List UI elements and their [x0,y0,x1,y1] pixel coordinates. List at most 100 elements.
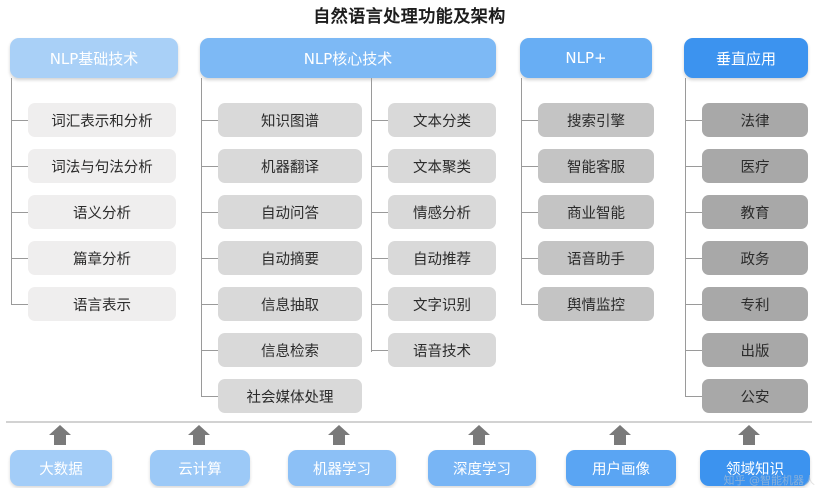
node-plus-2[interactable]: 商业智能 [538,195,654,229]
header-nlp-core[interactable]: NLP核心技术 [200,38,496,78]
connector-trunk-basic [11,78,12,305]
up-arrow-icon-1 [186,424,212,446]
node-core-left-1[interactable]: 机器翻译 [218,149,362,183]
connector-trunk-vertical [685,78,686,397]
connector-stub [11,120,28,121]
connector-stub [685,396,702,397]
connector-stub [685,350,702,351]
node-basic-2[interactable]: 语义分析 [28,195,176,229]
node-label: 社会媒体处理 [246,389,334,406]
node-core-right-0[interactable]: 文本分类 [388,103,496,137]
node-vertical-5[interactable]: 出版 [702,333,808,367]
node-label: 情感分析 [413,205,471,222]
node-plus-1[interactable]: 智能客服 [538,149,654,183]
header-nlp-plus[interactable]: NLP+ [520,38,652,78]
connector-stub [685,304,702,305]
connector-stub [371,212,388,213]
header-vertical-application-label: 垂直应用 [715,49,776,68]
connector-stub [11,304,28,305]
node-label: 政务 [740,251,770,268]
header-nlp-basic[interactable]: NLP基础技术 [10,38,178,78]
up-arrow-icon-4 [607,424,633,446]
connector-trunk-plus [521,78,522,305]
up-arrow-icon-0 [47,424,73,446]
node-basic-3[interactable]: 篇章分析 [28,241,176,275]
node-core-left-0[interactable]: 知识图谱 [218,103,362,137]
connector-stub [521,166,538,167]
node-plus-0[interactable]: 搜索引擎 [538,103,654,137]
node-plus-3[interactable]: 语音助手 [538,241,654,275]
node-label: 篇章分析 [73,251,131,268]
node-label: 自动推荐 [413,251,471,268]
node-core-right-5[interactable]: 语音技术 [388,333,496,367]
foundation-label: 深度学习 [453,461,511,478]
connector-stub [11,212,28,213]
connector-stub [371,258,388,259]
node-vertical-2[interactable]: 教育 [702,195,808,229]
foundation-cloud-computing[interactable]: 云计算 [150,450,250,486]
node-basic-1[interactable]: 词法与句法分析 [28,149,176,183]
node-vertical-6[interactable]: 公安 [702,379,808,413]
connector-stub [201,212,218,213]
connector-stub [201,258,218,259]
connector-stub [201,350,218,351]
header-nlp-basic-label: NLP基础技术 [49,49,139,68]
foundation-deep-learning[interactable]: 深度学习 [428,450,536,486]
connector-stub [685,258,702,259]
foundation-label: 云计算 [178,461,222,478]
connector-stub [201,166,218,167]
foundation-user-profile[interactable]: 用户画像 [566,450,676,486]
node-label: 专利 [740,297,770,314]
node-basic-0[interactable]: 词汇表示和分析 [28,103,176,137]
connector-stub [371,350,388,351]
node-plus-4[interactable]: 舆情监控 [538,287,654,321]
node-core-left-6[interactable]: 社会媒体处理 [218,379,362,413]
node-label: 出版 [740,343,770,360]
up-arrow-icon-5 [736,424,762,446]
foundation-label: 大数据 [39,461,83,478]
node-label: 信息抽取 [261,297,319,314]
foundation-label: 领域知识 [726,461,784,478]
node-vertical-4[interactable]: 专利 [702,287,808,321]
node-label: 自动摘要 [261,251,319,268]
connector-stub [685,166,702,167]
node-basic-4[interactable]: 语言表示 [28,287,176,321]
node-core-right-1[interactable]: 文本聚类 [388,149,496,183]
node-core-right-3[interactable]: 自动推荐 [388,241,496,275]
node-vertical-3[interactable]: 政务 [702,241,808,275]
foundation-big-data[interactable]: 大数据 [10,450,112,486]
page-title: 自然语言处理功能及架构 [313,7,506,27]
connector-stub [685,120,702,121]
node-label: 词法与句法分析 [51,159,153,176]
connector-trunk-core-right [371,78,372,352]
foundation-label: 机器学习 [313,461,371,478]
node-label: 语音助手 [567,251,625,268]
connector-stub [11,166,28,167]
node-vertical-1[interactable]: 医疗 [702,149,808,183]
node-core-left-5[interactable]: 信息检索 [218,333,362,367]
node-core-left-3[interactable]: 自动摘要 [218,241,362,275]
connector-stub [201,120,218,121]
node-label: 搜索引擎 [567,113,625,130]
connector-stub [201,304,218,305]
foundation-domain-knowledge[interactable]: 领域知识 [700,450,810,486]
node-core-left-4[interactable]: 信息抽取 [218,287,362,321]
node-label: 信息检索 [261,343,319,360]
node-label: 舆情监控 [567,297,625,314]
connector-stub [521,212,538,213]
node-core-left-2[interactable]: 自动问答 [218,195,362,229]
node-label: 自动问答 [261,205,319,222]
node-core-right-2[interactable]: 情感分析 [388,195,496,229]
header-nlp-plus-label: NLP+ [565,49,607,67]
node-label: 文字识别 [413,297,471,314]
header-vertical-application[interactable]: 垂直应用 [684,38,808,78]
node-vertical-0[interactable]: 法律 [702,103,808,137]
connector-stub [371,120,388,121]
foundation-machine-learning[interactable]: 机器学习 [288,450,396,486]
node-label: 文本聚类 [413,159,471,176]
node-label: 公安 [740,389,770,406]
node-label: 词汇表示和分析 [51,113,153,130]
node-label: 知识图谱 [261,113,319,130]
node-core-right-4[interactable]: 文字识别 [388,287,496,321]
